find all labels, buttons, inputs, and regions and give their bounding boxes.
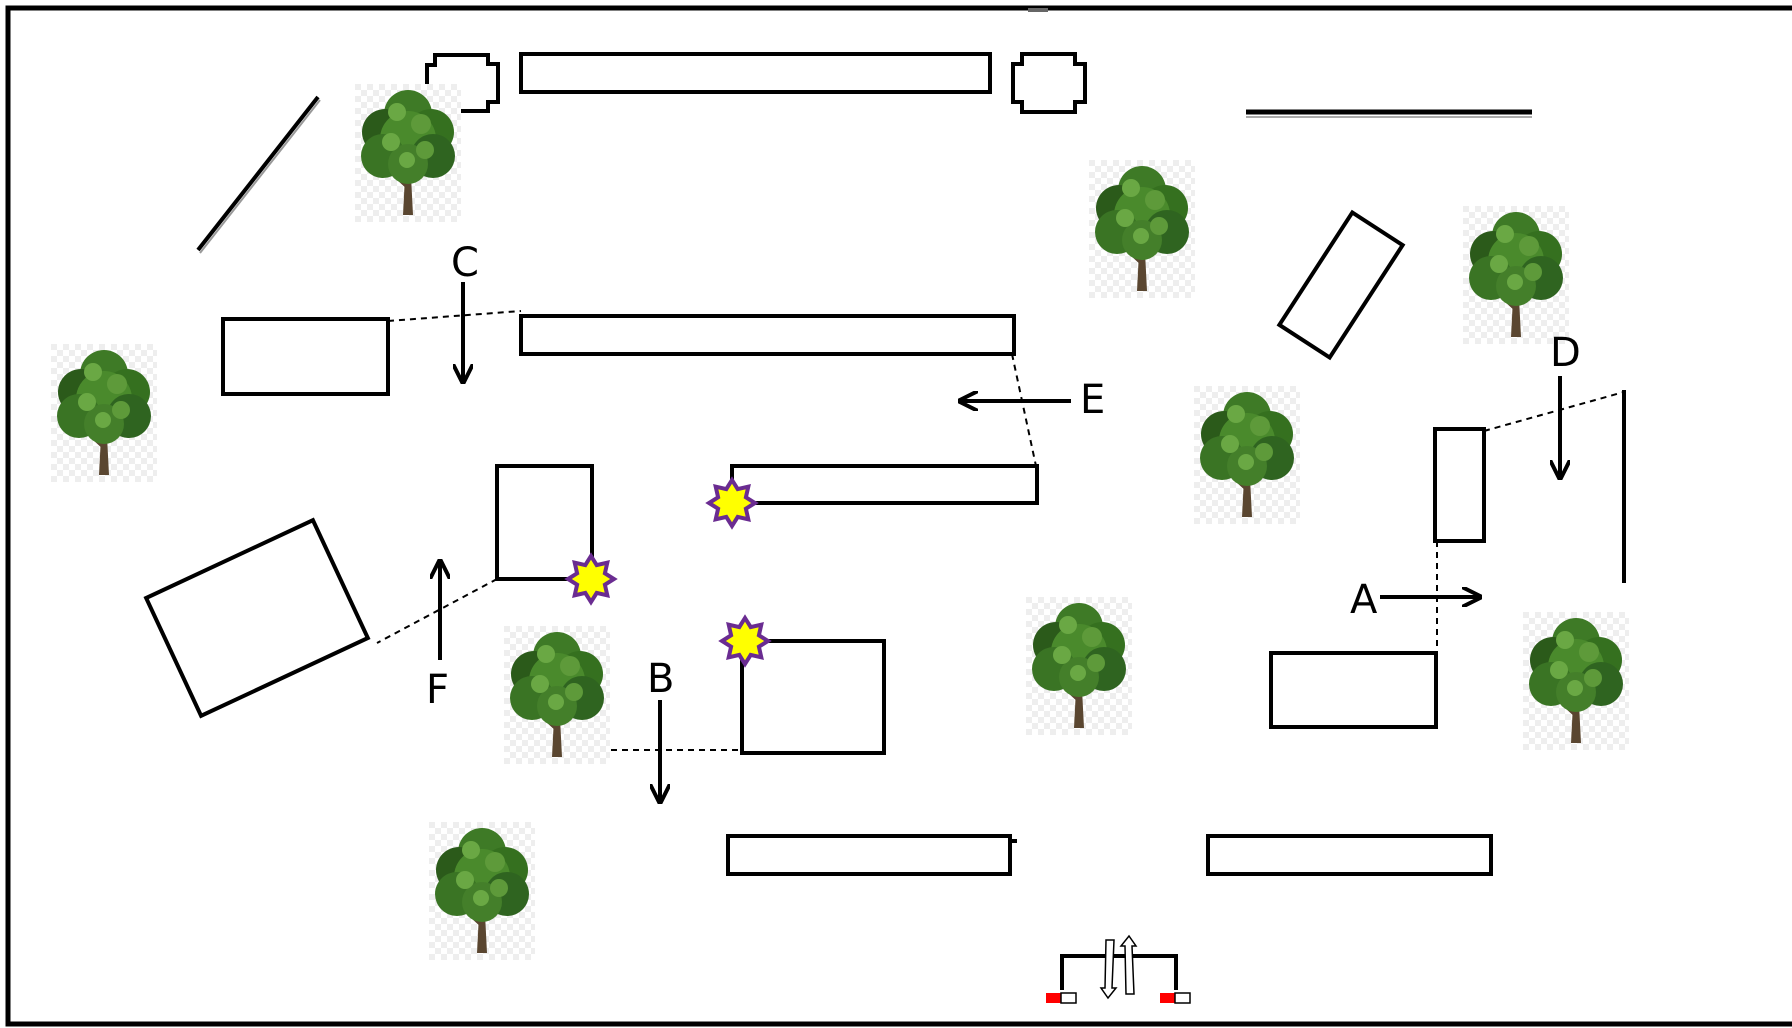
obstacle-bracket-right bbox=[1011, 52, 1087, 114]
star-burst-marker bbox=[718, 614, 772, 668]
tree-icon bbox=[1194, 386, 1300, 524]
obstacle-bottom-right-long bbox=[1206, 834, 1493, 876]
obstacle-square-center bbox=[740, 639, 886, 755]
obstacle-top-long bbox=[519, 52, 992, 94]
tree-icon bbox=[1463, 206, 1569, 344]
label-e: E bbox=[1080, 377, 1105, 423]
tree-icon bbox=[1026, 597, 1132, 735]
course-border bbox=[5, 5, 1792, 1027]
gate-down-arrow-icon bbox=[1099, 939, 1118, 1000]
tree-icon bbox=[51, 344, 157, 482]
gate-up-arrow-icon bbox=[1119, 934, 1138, 995]
tree-icon bbox=[429, 822, 535, 960]
label-b: B bbox=[647, 656, 674, 702]
tree-icon bbox=[355, 84, 461, 222]
obstacle-bottom-left-long bbox=[726, 834, 1012, 876]
obstacle-center-long-upper bbox=[519, 314, 1016, 356]
tree-icon bbox=[504, 626, 610, 764]
obstacle-bracket-left bbox=[425, 53, 500, 113]
tree-icon bbox=[1523, 612, 1629, 750]
tree-icon bbox=[1089, 160, 1195, 298]
label-c: C bbox=[451, 240, 479, 286]
gate-marker-right bbox=[1160, 993, 1175, 1003]
obstacle-left-box bbox=[221, 317, 390, 396]
star-burst-marker bbox=[564, 552, 618, 606]
obstacle-center-long-lower bbox=[730, 464, 1039, 505]
obstacle-tall-box bbox=[495, 464, 594, 581]
diagonal-wall-shadow bbox=[199, 99, 321, 254]
gate-marker-left bbox=[1046, 993, 1061, 1003]
start-gate bbox=[1046, 934, 1191, 1004]
obstacle-tilted-right bbox=[1276, 209, 1406, 361]
obstacle-tilted-large bbox=[143, 517, 371, 719]
label-d: D bbox=[1550, 330, 1581, 376]
label-a: A bbox=[1350, 577, 1378, 623]
diagonal-wall bbox=[196, 95, 320, 252]
star-markers bbox=[564, 476, 772, 668]
obstacle-small-upright bbox=[1433, 427, 1486, 543]
label-f: F bbox=[426, 667, 449, 713]
direction-arrows bbox=[440, 282, 1560, 800]
obstacle-right-box bbox=[1269, 651, 1438, 729]
star-burst-marker bbox=[705, 476, 759, 530]
